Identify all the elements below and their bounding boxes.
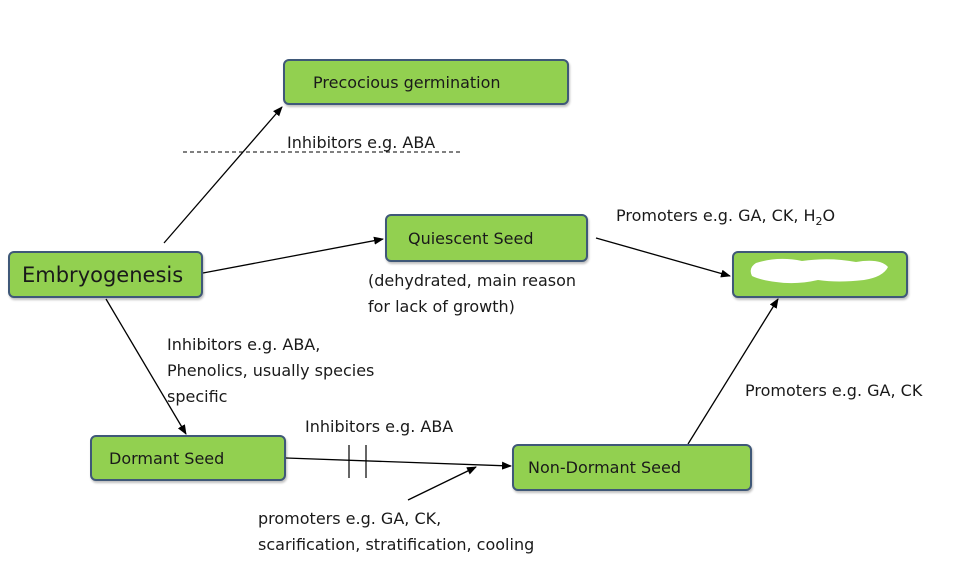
promoters-quiescent-end: O (822, 206, 836, 225)
label-inhibitors-left-1: Inhibitors e.g. ABA, (167, 335, 321, 354)
label-promoters-right: Promoters e.g. GA, CK (745, 381, 923, 400)
node-embryogenesis: Embryogenesis (8, 251, 203, 298)
node-non-dormant-label: Non-Dormant Seed (528, 458, 681, 477)
promoters-quiescent-text: Promoters e.g. GA, CK, H (616, 206, 816, 225)
node-dormant-label: Dormant Seed (109, 448, 225, 468)
label-inhibitors-bottom: Inhibitors e.g. ABA (305, 417, 454, 436)
label-promoters-quiescent: Promoters e.g. GA, CK, H2O (616, 203, 835, 235)
arrow-quiescent-to-germination (595, 237, 731, 278)
whiteout-mark (750, 258, 888, 284)
arrow-embryo-to-precocious (163, 106, 283, 244)
label-inhibitors-top: Inhibitors e.g. ABA (287, 133, 436, 152)
node-precocious-germination: Precocious germination (283, 59, 569, 105)
arrow-dormant-to-nondormant (285, 457, 512, 470)
node-quiescent-seed: Quiescent Seed (385, 214, 588, 262)
label-quiescent-note-2: for lack of growth) (368, 297, 515, 316)
arrow-embryo-to-quiescent (202, 236, 384, 274)
label-promoters-bottom-1: promoters e.g. GA, CK, (258, 509, 442, 528)
label-quiescent-note-1: (dehydrated, main reason (368, 271, 577, 290)
arrow-embryo-to-dormant (105, 298, 187, 435)
node-non-dormant-seed: Non-Dormant Seed (512, 444, 752, 491)
node-dormant-seed: Dormant Seed (90, 435, 286, 481)
promoters-quiescent-subscript: 2 (815, 215, 823, 229)
arrow-nondormant-to-germination (687, 298, 779, 445)
arrow-promoters-to-transition (407, 466, 477, 501)
label-inhibitors-left-2: Phenolics, usually species (167, 361, 375, 380)
label-inhibitors-left-3: specific (167, 387, 228, 406)
node-embryogenesis-label: Embryogenesis (22, 262, 184, 287)
label-promoters-bottom-2: scarification, stratification, cooling (258, 535, 535, 554)
node-quiescent-label: Quiescent Seed (408, 228, 534, 248)
node-precocious-label: Precocious germination (313, 72, 501, 92)
node-germination-hidden (732, 251, 908, 298)
